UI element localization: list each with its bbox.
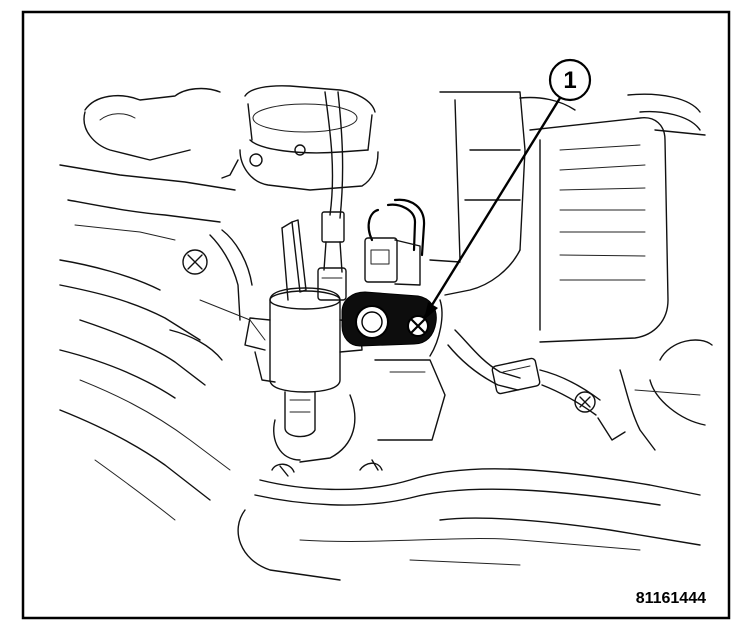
callout-arrowhead (424, 302, 438, 320)
diagram-frame (21, 10, 731, 620)
callout-leader-line (422, 97, 562, 319)
figure-number: 81161444 (636, 590, 706, 607)
sensor-assembly (341, 198, 437, 347)
callout-label: 1 (563, 67, 576, 94)
callout-1: 1 (422, 58, 592, 320)
callout-circle (548, 58, 592, 102)
engine-line-art (59, 85, 713, 581)
